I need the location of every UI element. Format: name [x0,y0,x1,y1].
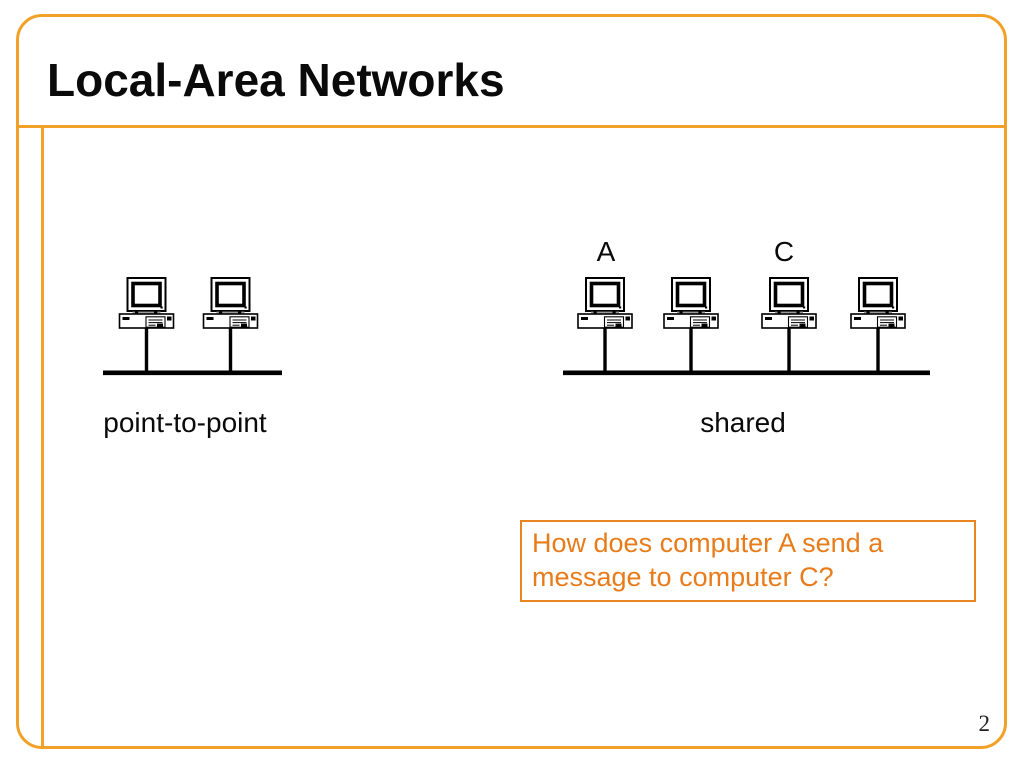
slide-title: Local-Area Networks [47,54,505,106]
computer-label-a: A [596,236,616,267]
desktop-computer-icon [760,276,818,330]
question-line-2: message to computer C? [532,562,834,592]
shared-network-diagram [563,276,930,376]
diagram-caption-point-to-point: point-to-point [103,407,267,438]
question-line-1: How does computer A send a [532,528,884,558]
desktop-computer-icon [201,276,260,330]
slide-frame-border [16,14,1007,749]
question-callout-box: How does computer A send a message to co… [520,520,976,602]
desktop-computer-icon [849,276,907,330]
diagram-caption-shared: shared [700,407,786,438]
desktop-computer-icon [576,276,634,330]
computer-label-c: C [773,236,795,267]
left-margin-line [41,125,44,749]
desktop-computer-icon [662,276,720,330]
point-to-point-network-diagram [103,276,282,376]
title-separator-line [16,125,1007,128]
desktop-computer-icon [117,276,176,330]
page-number: 2 [978,711,991,736]
